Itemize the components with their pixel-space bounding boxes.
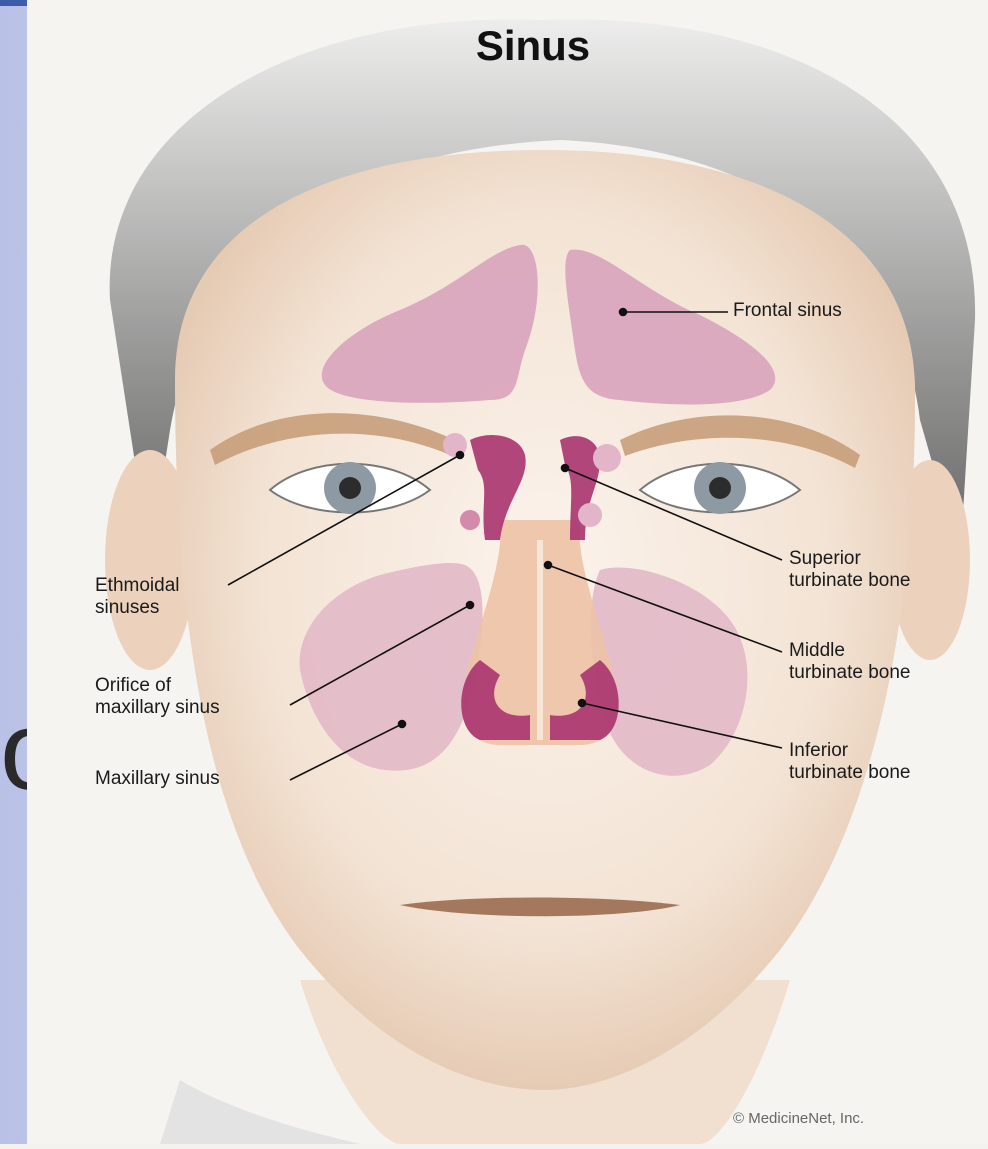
leader-dot [620, 309, 627, 316]
label-inferior-turbinate: Inferior turbinate bone [789, 740, 911, 784]
sinus-illustration: Sinus Frontal sinus Ethmoidal sinuses Or… [27, 0, 988, 1144]
label-superior-turbinate: Superior turbinate bone [789, 548, 911, 592]
leader-dot [467, 602, 474, 609]
copyright-notice: © MedicineNet, Inc. [733, 1110, 864, 1127]
label-orifice-maxillary-sinus: Orifice of maxillary sinus [95, 675, 220, 719]
leader-dot [457, 452, 464, 459]
right-pupil [709, 477, 731, 499]
left-pupil [339, 477, 361, 499]
leader-dot [399, 721, 406, 728]
ethmoid-cell [593, 444, 621, 472]
leader-dot [562, 465, 569, 472]
diagram-title: Sinus [453, 22, 613, 70]
leader-dot [545, 562, 552, 569]
label-middle-turbinate: Middle turbinate bone [789, 640, 911, 684]
ethmoid-cell [578, 503, 602, 527]
label-frontal-sinus: Frontal sinus [733, 300, 842, 322]
leader-dot [579, 700, 586, 707]
label-maxillary-sinus: Maxillary sinus [95, 768, 220, 790]
ethmoid-cell [460, 510, 480, 530]
label-ethmoidal-sinuses: Ethmoidal sinuses [95, 575, 180, 619]
